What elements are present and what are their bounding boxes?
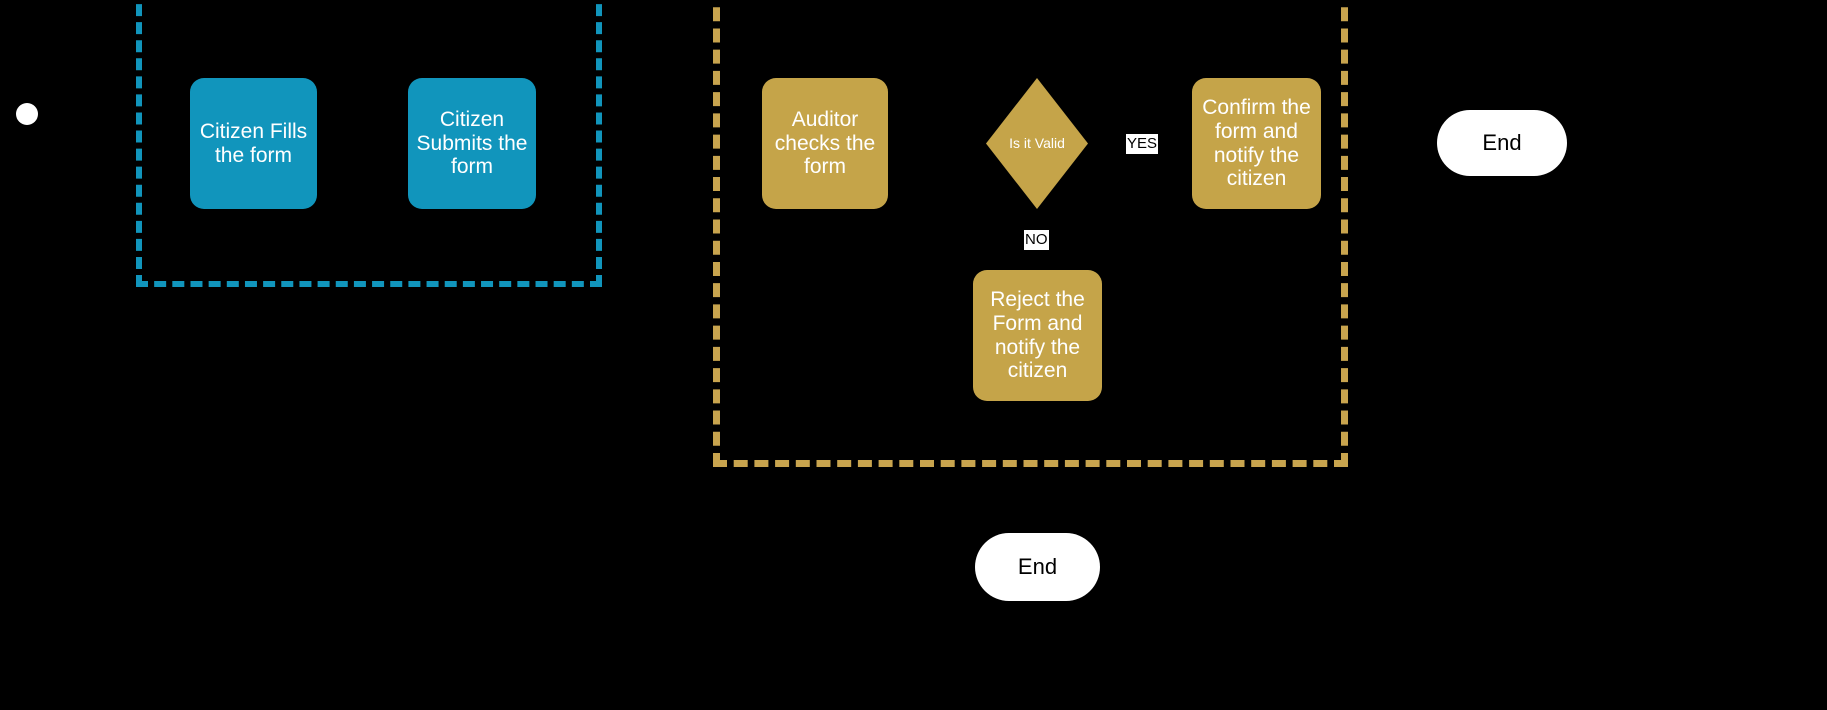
edge-label-yes: YES [1126, 134, 1159, 154]
node-citizen-fills-the-form[interactable]: Citizen Fills the form [190, 78, 317, 209]
node-end-right[interactable]: End [1437, 110, 1567, 176]
node-end-bottom[interactable]: End [975, 533, 1100, 601]
diamond-shape-icon [986, 78, 1088, 209]
citizen-lane-container [136, 0, 602, 287]
node-reject-the-form-and-notify-the-citizen[interactable]: Reject the Form and notify the citizen [973, 270, 1102, 401]
edge-label-no: NO [1024, 230, 1049, 250]
node-is-it-valid-decision[interactable]: Is it Valid [986, 78, 1088, 209]
auditor-lane-container [713, 0, 1348, 467]
node-citizen-submits-the-form[interactable]: Citizen Submits the form [408, 78, 536, 209]
node-auditor-checks-the-form[interactable]: Auditor checks the form [762, 78, 888, 209]
start-node[interactable] [16, 103, 38, 125]
node-confirm-the-form-and-notify-the-citizen[interactable]: Confirm the form and notify the citizen [1192, 78, 1321, 209]
